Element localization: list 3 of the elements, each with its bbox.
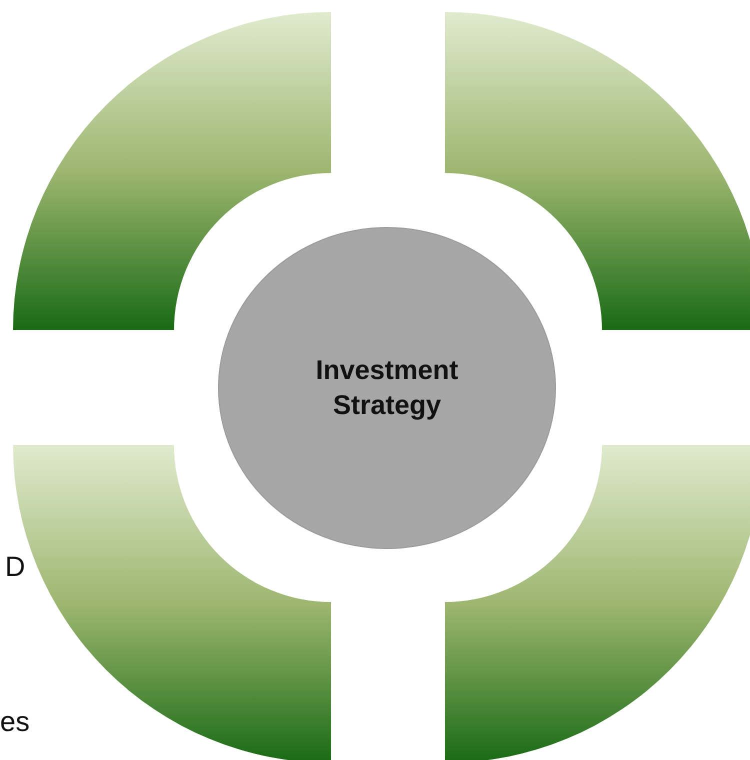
circle-title: Investment Strategy	[314, 354, 460, 422]
text-fragment: es	[0, 708, 30, 736]
text-fragment: D	[5, 553, 26, 581]
